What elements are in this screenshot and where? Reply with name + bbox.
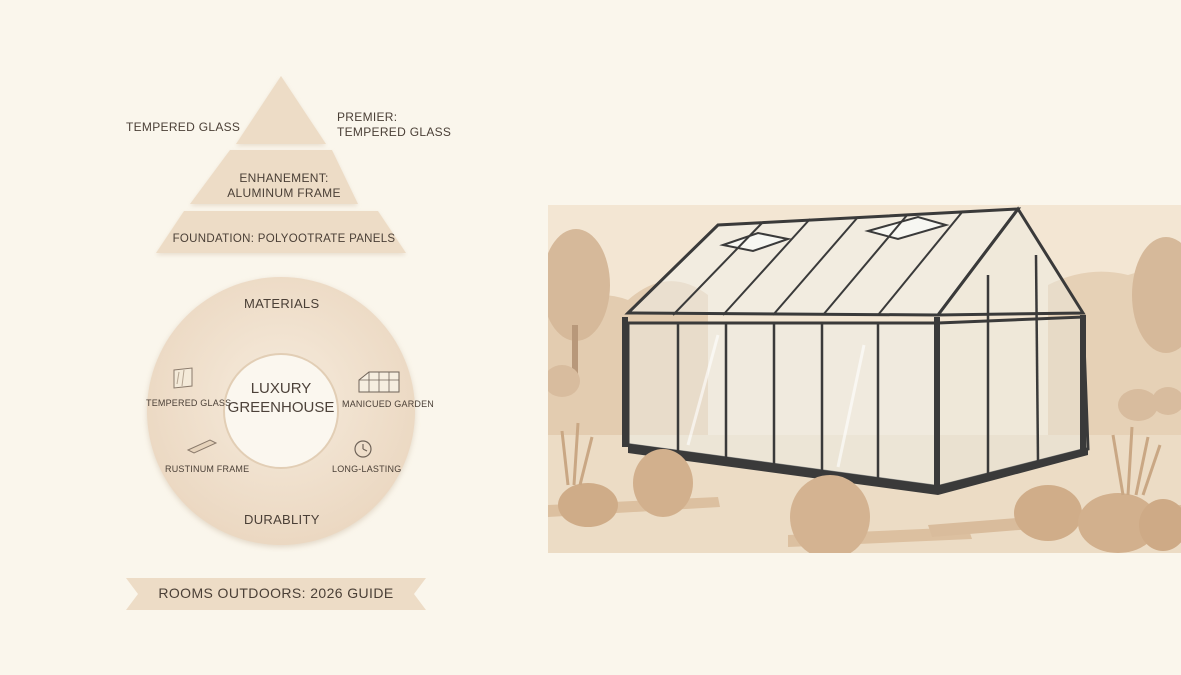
pyramid-tier-bottom xyxy=(156,211,406,253)
ring-center xyxy=(223,353,339,469)
glass-pane-icon xyxy=(173,367,193,389)
pyramid-top-right-line2: TEMPERED GLASS xyxy=(337,125,452,139)
ring-top-label: MATERIALS xyxy=(244,296,320,311)
ring-item-label: TEMPERED GLASS xyxy=(146,398,232,408)
tree-right xyxy=(1132,237,1181,353)
ring-item-label: MANICUED GARDEN xyxy=(342,399,435,409)
pyramid-top-left-label: TEMPERED GLASS xyxy=(126,120,241,134)
pyramid-middle-label: ENHANEMENT: ALUMINUM FRAME xyxy=(200,171,368,201)
ring-item-label: RUSTINUM FRAME xyxy=(165,464,250,474)
pyramid-top-right-label: PREMIER: TEMPERED GLASS xyxy=(337,110,451,140)
greenhouse-icon xyxy=(358,371,400,393)
ring-item-label: LONG-LASTING xyxy=(332,464,402,474)
pyramid-bottom-label: FOUNDATION: POLYOOTRATE PANELS xyxy=(172,233,396,245)
pyramid-middle-line2: ALUMINUM FRAME xyxy=(227,186,341,200)
ring-center-line2: GREENHOUSE xyxy=(227,399,335,416)
shrub xyxy=(1139,499,1181,551)
greenhouse-gable xyxy=(934,206,1086,317)
ring-center-line1: LUXURY xyxy=(250,380,312,397)
clock-icon xyxy=(354,440,372,458)
pyramid-diagram xyxy=(156,76,406,253)
greenhouse-illustration xyxy=(548,205,1181,553)
ring-bottom-label: DURABLITY xyxy=(244,512,320,527)
pyramid-tier-top xyxy=(236,76,326,144)
pyramid-top-right-line1: PREMIER: xyxy=(337,110,398,124)
shrub xyxy=(1078,493,1158,553)
pyramid-middle-line1: ENHANEMENT: xyxy=(239,171,329,185)
guide-banner xyxy=(126,578,426,610)
greenhouse-base xyxy=(628,443,1088,495)
shrub xyxy=(1014,485,1082,541)
pyramid-tier-middle xyxy=(190,150,358,204)
shrub xyxy=(558,483,618,527)
tree-left xyxy=(548,229,610,341)
frame-beam-icon xyxy=(186,439,218,454)
ring-center-text: LUXURY GREENHOUSE xyxy=(221,379,341,417)
shrub xyxy=(790,475,870,553)
guide-banner-text: ROOMS OUTDOORS: 2026 GUIDE xyxy=(158,585,394,601)
shrub xyxy=(633,449,693,517)
ring-diagram xyxy=(147,277,415,545)
